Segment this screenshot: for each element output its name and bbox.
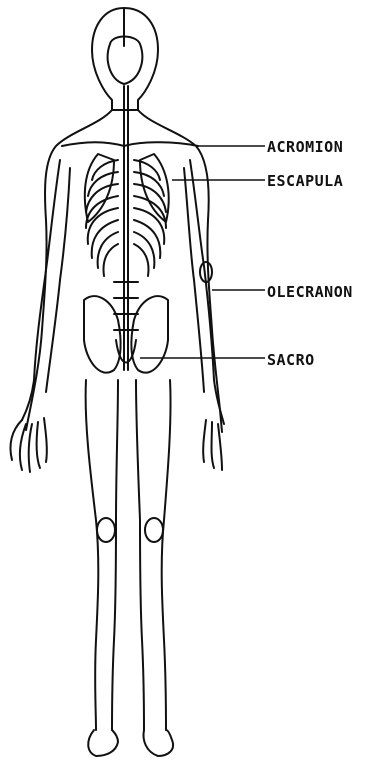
right-hand (203, 420, 222, 470)
pelvis (84, 296, 121, 373)
body-outline-right (138, 110, 222, 432)
left-knee (97, 518, 115, 542)
left-arm-inner (46, 168, 70, 392)
right-knee (145, 518, 163, 542)
right-leg-inner (136, 380, 144, 730)
left-foot (88, 730, 118, 756)
label-escapula: ESCAPULA (267, 172, 343, 190)
left-leg-inner (112, 380, 118, 730)
right-foot (144, 730, 174, 756)
pelvis-right (131, 296, 168, 373)
scapula-left (85, 154, 114, 222)
left-hand (10, 418, 46, 472)
label-olecranon: OLECRANON (267, 283, 353, 301)
spine (124, 86, 128, 370)
left-leg-outer (86, 380, 99, 730)
right-leg-outer (162, 380, 171, 730)
label-sacro: SACRO (267, 351, 315, 369)
left-arm (22, 160, 60, 420)
label-acromion: ACROMION (267, 138, 343, 156)
ribcage (86, 160, 166, 276)
clavicle (62, 142, 198, 146)
body-outline-left (26, 110, 112, 430)
